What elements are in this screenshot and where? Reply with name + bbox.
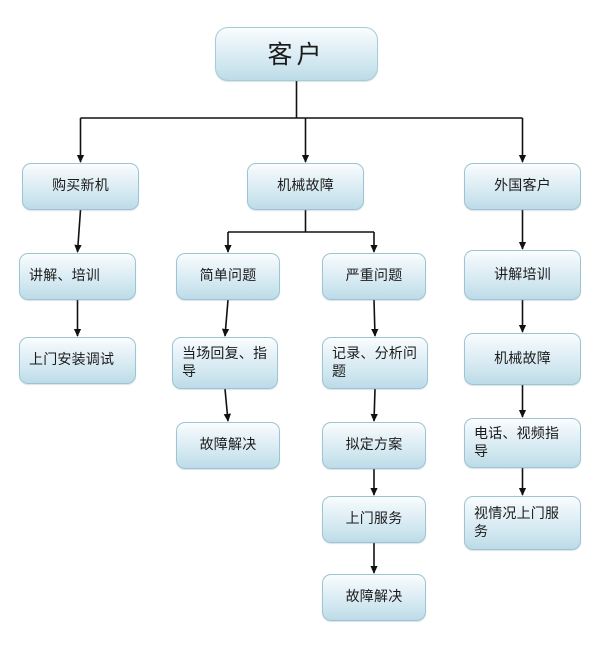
flow-node-n13[interactable]: 拟定方案 (322, 422, 426, 469)
flow-node-n11[interactable]: 机械故障 (464, 333, 581, 385)
flow-node-label: 当场回复、指 导 (182, 345, 268, 380)
flow-node-n15[interactable]: 上门服务 (322, 496, 426, 543)
connector-straight (370, 388, 378, 422)
flow-node-label: 严重问题 (345, 268, 403, 285)
flow-node-n9[interactable]: 当场回复、指 导 (172, 337, 278, 389)
flow-node-label: 拟定方案 (345, 437, 403, 454)
flow-node-label: 客户 (267, 39, 326, 69)
flow-node-label: 电话、视频指导 (474, 425, 560, 460)
flow-node-label: 讲解、培训 (29, 268, 100, 285)
flow-node-label: 购买新机 (52, 178, 109, 195)
flow-node-label: 机械故障 (277, 178, 334, 195)
flow-node-label: 视情况上门服 务 (474, 505, 560, 540)
flow-node-label: 故障解决 (345, 589, 403, 606)
connector-straight (371, 299, 379, 337)
edge-layer (73, 81, 527, 574)
flow-node-n5[interactable]: 简单问题 (176, 253, 280, 300)
flow-node-n17[interactable]: 故障解决 (322, 574, 426, 621)
flow-node-label: 讲解培训 (494, 266, 551, 283)
flow-node-n0[interactable]: 客户 (215, 27, 378, 81)
flow-node-label: 上门服务 (345, 511, 403, 528)
flow-node-n3[interactable]: 外国客户 (464, 163, 581, 210)
flow-node-label: 简单问题 (199, 268, 257, 285)
flow-node-label: 上门安装调试 (29, 352, 115, 369)
flow-node-label: 故障解决 (199, 437, 257, 454)
flow-node-n4[interactable]: 讲解、培训 (19, 253, 136, 300)
flow-node-n1[interactable]: 购买新机 (22, 163, 139, 210)
flow-node-n12[interactable]: 故障解决 (176, 422, 280, 469)
flow-node-n10[interactable]: 记录、分析问 题 (322, 337, 428, 389)
connector-straight (74, 209, 82, 253)
flow-node-label: 记录、分析问 题 (332, 345, 418, 380)
flow-node-label: 机械故障 (494, 350, 551, 367)
flow-node-n14[interactable]: 电话、视频指导 (464, 418, 581, 468)
flow-node-n7[interactable]: 讲解培训 (464, 250, 581, 300)
flow-node-n16[interactable]: 视情况上门服 务 (464, 496, 581, 550)
flow-node-n2[interactable]: 机械故障 (247, 163, 364, 210)
flow-node-n6[interactable]: 严重问题 (322, 253, 426, 300)
connector-straight (223, 388, 231, 422)
flow-node-n8[interactable]: 上门安装调试 (19, 337, 136, 384)
flow-node-label: 外国客户 (494, 178, 551, 195)
connector-straight (221, 299, 230, 337)
